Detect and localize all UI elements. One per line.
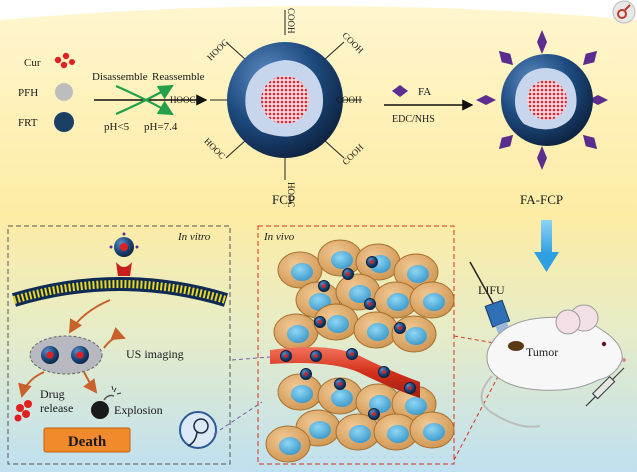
nanoparticle <box>368 408 380 420</box>
tumor-cell <box>277 251 323 289</box>
svg-text:COOH: COOH <box>336 95 362 105</box>
circulating-nanoparticles <box>280 256 416 420</box>
tumor-cell <box>373 413 419 451</box>
death-label: Death <box>68 434 107 450</box>
us-imaging-label: US imaging <box>126 347 184 361</box>
tumor-cell-cluster <box>265 239 455 463</box>
tumor-cell <box>393 253 439 291</box>
nanoparticle <box>346 348 358 360</box>
tumor-cell <box>317 377 363 415</box>
nanoparticle <box>342 268 354 280</box>
tumor-label: Tumor <box>526 345 558 359</box>
in-vivo-panel: In vivo <box>257 225 455 465</box>
explosion-label: Explosion <box>114 403 163 417</box>
blood-vessel <box>270 347 420 398</box>
nanoparticle <box>364 298 376 310</box>
nanoparticle <box>318 280 330 292</box>
fa-ligand-icon <box>392 85 408 97</box>
mouse-eye <box>601 341 607 347</box>
nanoparticle <box>366 256 378 268</box>
nanoparticle <box>394 322 406 334</box>
mouse-body <box>486 316 623 391</box>
svg-text:COOH: COOH <box>286 8 296 34</box>
fcp-label: FCP <box>272 192 295 207</box>
legend: Cur PFH FRT <box>18 52 75 132</box>
nanoparticle <box>378 366 390 378</box>
legend-pfh-label: PFH <box>18 87 38 99</box>
tumor-cell <box>265 425 311 463</box>
legend-cur-label: Cur <box>24 57 41 69</box>
tumor-cell <box>277 373 323 411</box>
in-vitro-title: In vitro <box>177 231 211 243</box>
svg-text:HOOC: HOOC <box>286 182 296 208</box>
tumor-cell <box>313 303 359 341</box>
ph-low-label: pH<5 <box>104 121 130 133</box>
tumor-cell <box>335 413 381 451</box>
death-box <box>43 427 131 453</box>
pfh-droplet-icon <box>55 83 73 101</box>
nanoparticle <box>310 350 322 362</box>
cell-receptor-binding <box>109 232 139 276</box>
background-panel <box>0 6 637 472</box>
cell-zoom-icon <box>179 411 217 449</box>
svg-text:Drug: Drug <box>40 387 65 401</box>
zoom-connector <box>213 401 263 435</box>
nanoparticle <box>280 350 292 362</box>
svg-text:FA: FA <box>418 86 431 98</box>
legend-frt-label: FRT <box>18 117 38 129</box>
lifu-label: LIFU <box>478 283 505 297</box>
in-vivo-title: In vivo <box>263 231 295 243</box>
tumor-cell <box>409 411 455 449</box>
tumor-site <box>508 341 524 351</box>
svg-text:release: release <box>40 401 73 415</box>
reassemble-label: Reassemble <box>152 71 205 83</box>
fa-fcp-label: FA-FCP <box>520 192 563 207</box>
vitro-vivo-connector <box>231 355 283 361</box>
svg-text:HOOC: HOOC <box>170 95 196 105</box>
in-vitro-panel: In vitro US imaging Drug release <box>7 225 231 465</box>
svg-text:EDC/NHS: EDC/NHS <box>392 114 435 125</box>
syringe-icon <box>585 367 625 407</box>
nanoparticle <box>404 382 416 394</box>
tumor-cell <box>391 315 437 353</box>
frt-particle-icon <box>54 112 74 132</box>
green-arrow-up <box>115 84 174 116</box>
released-drug-icon <box>14 400 32 422</box>
mouse-tail <box>480 375 541 428</box>
blue-down-arrow <box>534 220 559 272</box>
corner-logo-icon <box>612 0 636 24</box>
tumor-cell <box>353 311 399 349</box>
nanoparticle <box>314 316 326 328</box>
fa-reaction: FA EDC/NHS <box>384 85 474 125</box>
nanoparticle <box>300 368 312 380</box>
tumor-cell <box>373 281 419 319</box>
cur-drug-icon <box>54 52 75 69</box>
fa-fcp-particle: FA-FCP <box>476 30 608 207</box>
ph-high-label: pH=7.4 <box>144 121 178 133</box>
tumor-cell <box>273 313 319 351</box>
tumor-cell <box>409 281 455 319</box>
assembly-process: Disassemble Reassemble pH<5 pH=7.4 <box>92 71 208 133</box>
mouse-model: LIFU Tumor <box>469 261 626 428</box>
mouse-ear-near <box>555 309 581 335</box>
fcp-drug-loaded-core <box>261 76 309 124</box>
disassemble-label: Disassemble <box>92 71 148 83</box>
lifu-transducer-icon <box>484 299 511 334</box>
bomb-icon <box>91 385 122 419</box>
tumor-cell <box>317 239 363 277</box>
nanoparticle <box>334 378 346 390</box>
